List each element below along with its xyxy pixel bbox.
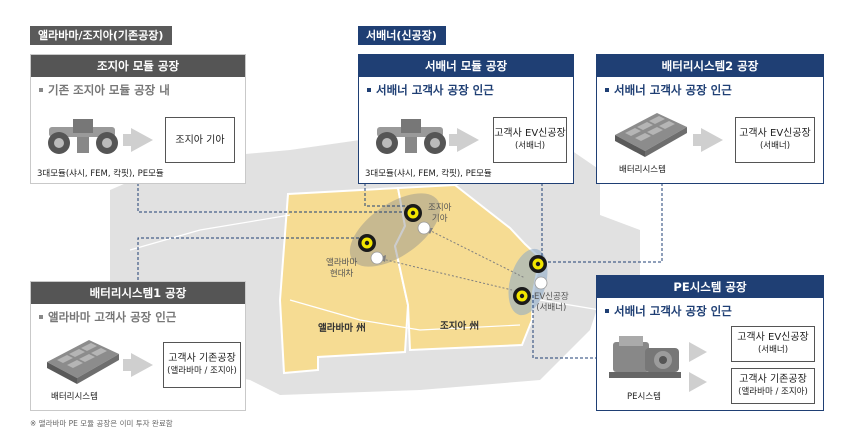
box-subtitle-text: 서배너 고객사 공장 인근	[614, 304, 732, 318]
arrow-shaft	[123, 134, 133, 146]
battery2-plant-box: 배터리시스템2 공장 서배너 고객사 공장 인근 고객사 EV신공장 (서배너)…	[596, 54, 824, 184]
output-box: 고객사 EV신공장 (서배너)	[735, 117, 815, 163]
arrow-down-right-icon	[689, 372, 707, 392]
box-subtitle-text: 서배너 고객사 공장 인근	[614, 83, 732, 97]
pe-system-icon	[609, 336, 681, 378]
map-label-line: 앨라바마	[326, 258, 358, 268]
map-label-line: (서배너)	[536, 303, 567, 313]
box-subtitle-text: 기존 조지아 모듈 공장 내	[48, 83, 170, 97]
pin-alabama-hyundai	[358, 234, 384, 265]
arrow-up-right-icon	[689, 342, 707, 362]
box-title: 배터리시스템2 공장	[597, 55, 823, 77]
output-text: 고객사 기존공장	[739, 374, 807, 385]
arrow-right-icon	[131, 353, 153, 377]
box-title: 조지아 모듈 공장	[31, 55, 245, 77]
region-tag-savannah: 서배너(신공장)	[358, 26, 446, 45]
box-caption: PE시스템	[627, 392, 661, 402]
output-text: 고객사 EV신공장	[739, 128, 811, 139]
battery-pack-icon	[615, 113, 687, 157]
box-subtitle: 서배너 고객사 공장 인근	[605, 82, 732, 98]
box-title: PE시스템 공장	[597, 276, 823, 298]
arrow-right-icon	[457, 128, 479, 152]
map-label-ev-plant: EV신공장 (서배너)	[534, 292, 569, 314]
box-subtitle-text: 서배너 고객사 공장 인근	[376, 83, 494, 97]
output-box: 고객사 기존공장 (앨라바마 / 조지아)	[731, 368, 815, 404]
box-subtitle: 앨라바마 고객사 공장 인근	[39, 309, 176, 325]
arrow-shaft	[449, 134, 459, 146]
georgia-module-plant-box: 조지아 모듈 공장 기존 조지아 모듈 공장 내 조지아 기아 3대모듈(샤시,…	[30, 54, 246, 184]
output-text: 고객사 EV신공장	[737, 332, 809, 343]
pin-savannah-ev-lower	[513, 287, 531, 305]
output-text: 고객사 EV신공장	[494, 128, 566, 139]
output-box: 고객사 EV신공장 (서배너)	[493, 117, 567, 163]
output-subtext: (서배너)	[514, 141, 546, 151]
bullet-square-icon	[39, 314, 43, 319]
box-subtitle: 서배너 고객사 공장 인근	[367, 82, 494, 98]
box-caption: 배터리시스템	[51, 392, 98, 402]
output-text: 고객사 기존공장	[168, 353, 236, 364]
arrow-shaft	[693, 134, 703, 146]
road-line	[129, 214, 291, 251]
pe-system-plant-box: PE시스템 공장 서배너 고객사 공장 인근 고객사 EV신공장 (서배너) 고…	[596, 275, 824, 411]
bullet-square-icon	[367, 87, 371, 92]
output-subtext: (서배너)	[757, 345, 789, 355]
flow-line	[424, 227, 526, 279]
box-subtitle: 서배너 고객사 공장 인근	[605, 303, 732, 319]
chassis-module-icon	[376, 119, 446, 154]
battery-pack-icon	[47, 340, 119, 384]
flow-line	[377, 257, 513, 291]
connector-lines	[137, 183, 663, 359]
map-label-line: EV신공장	[534, 292, 569, 302]
map-label-alabama-hyundai: 앨라바마 현대차	[326, 258, 357, 280]
region-tag-alabama-georgia: 앨라바마/조지아(기존공장)	[30, 26, 172, 45]
battery1-plant-box: 배터리시스템1 공장 앨라바마 고객사 공장 인근 고객사 기존공장 (앨라바마…	[30, 281, 246, 411]
chassis-module-icon	[48, 119, 118, 154]
output-box: 조지아 기아	[165, 117, 235, 163]
output-subtext: (앨라바마 / 조지아)	[167, 366, 237, 376]
savannah-module-plant-box: 서배너 모듈 공장 서배너 고객사 공장 인근 고객사 EV신공장 (서배너) …	[358, 54, 574, 184]
state-label-georgia: 조지아 州	[440, 321, 480, 332]
output-box: 고객사 EV신공장 (서배너)	[731, 326, 815, 362]
road-line	[289, 299, 521, 331]
output-box: 고객사 기존공장 (앨라바마 / 조지아)	[163, 342, 241, 388]
pin-savannah-ev-upper	[529, 255, 548, 290]
bullet-square-icon	[39, 87, 43, 92]
bullet-square-icon	[605, 87, 609, 92]
map-label-line: 기아	[431, 214, 448, 224]
arrow-right-icon	[131, 128, 153, 152]
box-title: 배터리시스템1 공장	[31, 282, 245, 304]
map-label-line: 현대차	[329, 269, 354, 279]
map-label-georgia-kia: 조지아 기아	[428, 203, 451, 225]
box-caption: 3대모듈(샤시, FEM, 칵핏), PE모듈	[365, 169, 492, 179]
map-label-line: 조지아	[428, 203, 452, 213]
output-subtext: (앨라바마 / 조지아)	[738, 387, 808, 397]
footnote: ※ 앨라바마 PE 모듈 공장은 이미 투자 완료함	[30, 419, 173, 428]
box-subtitle-text: 앨라바마 고객사 공장 인근	[48, 310, 177, 324]
output-text: 조지아 기아	[175, 134, 225, 146]
pin-georgia-kia	[404, 204, 431, 235]
box-caption: 배터리시스템	[619, 165, 666, 175]
bullet-square-icon	[605, 308, 609, 313]
output-subtext: (서배너)	[759, 141, 791, 151]
box-caption: 3대모듈(샤시, FEM, 칵핏), PE모듈	[37, 169, 164, 179]
box-subtitle: 기존 조지아 모듈 공장 내	[39, 82, 170, 98]
state-label-alabama: 앨라바마 州	[318, 323, 366, 334]
box-title: 서배너 모듈 공장	[359, 55, 573, 77]
arrow-shaft	[123, 359, 133, 371]
arrow-right-icon	[701, 128, 723, 152]
